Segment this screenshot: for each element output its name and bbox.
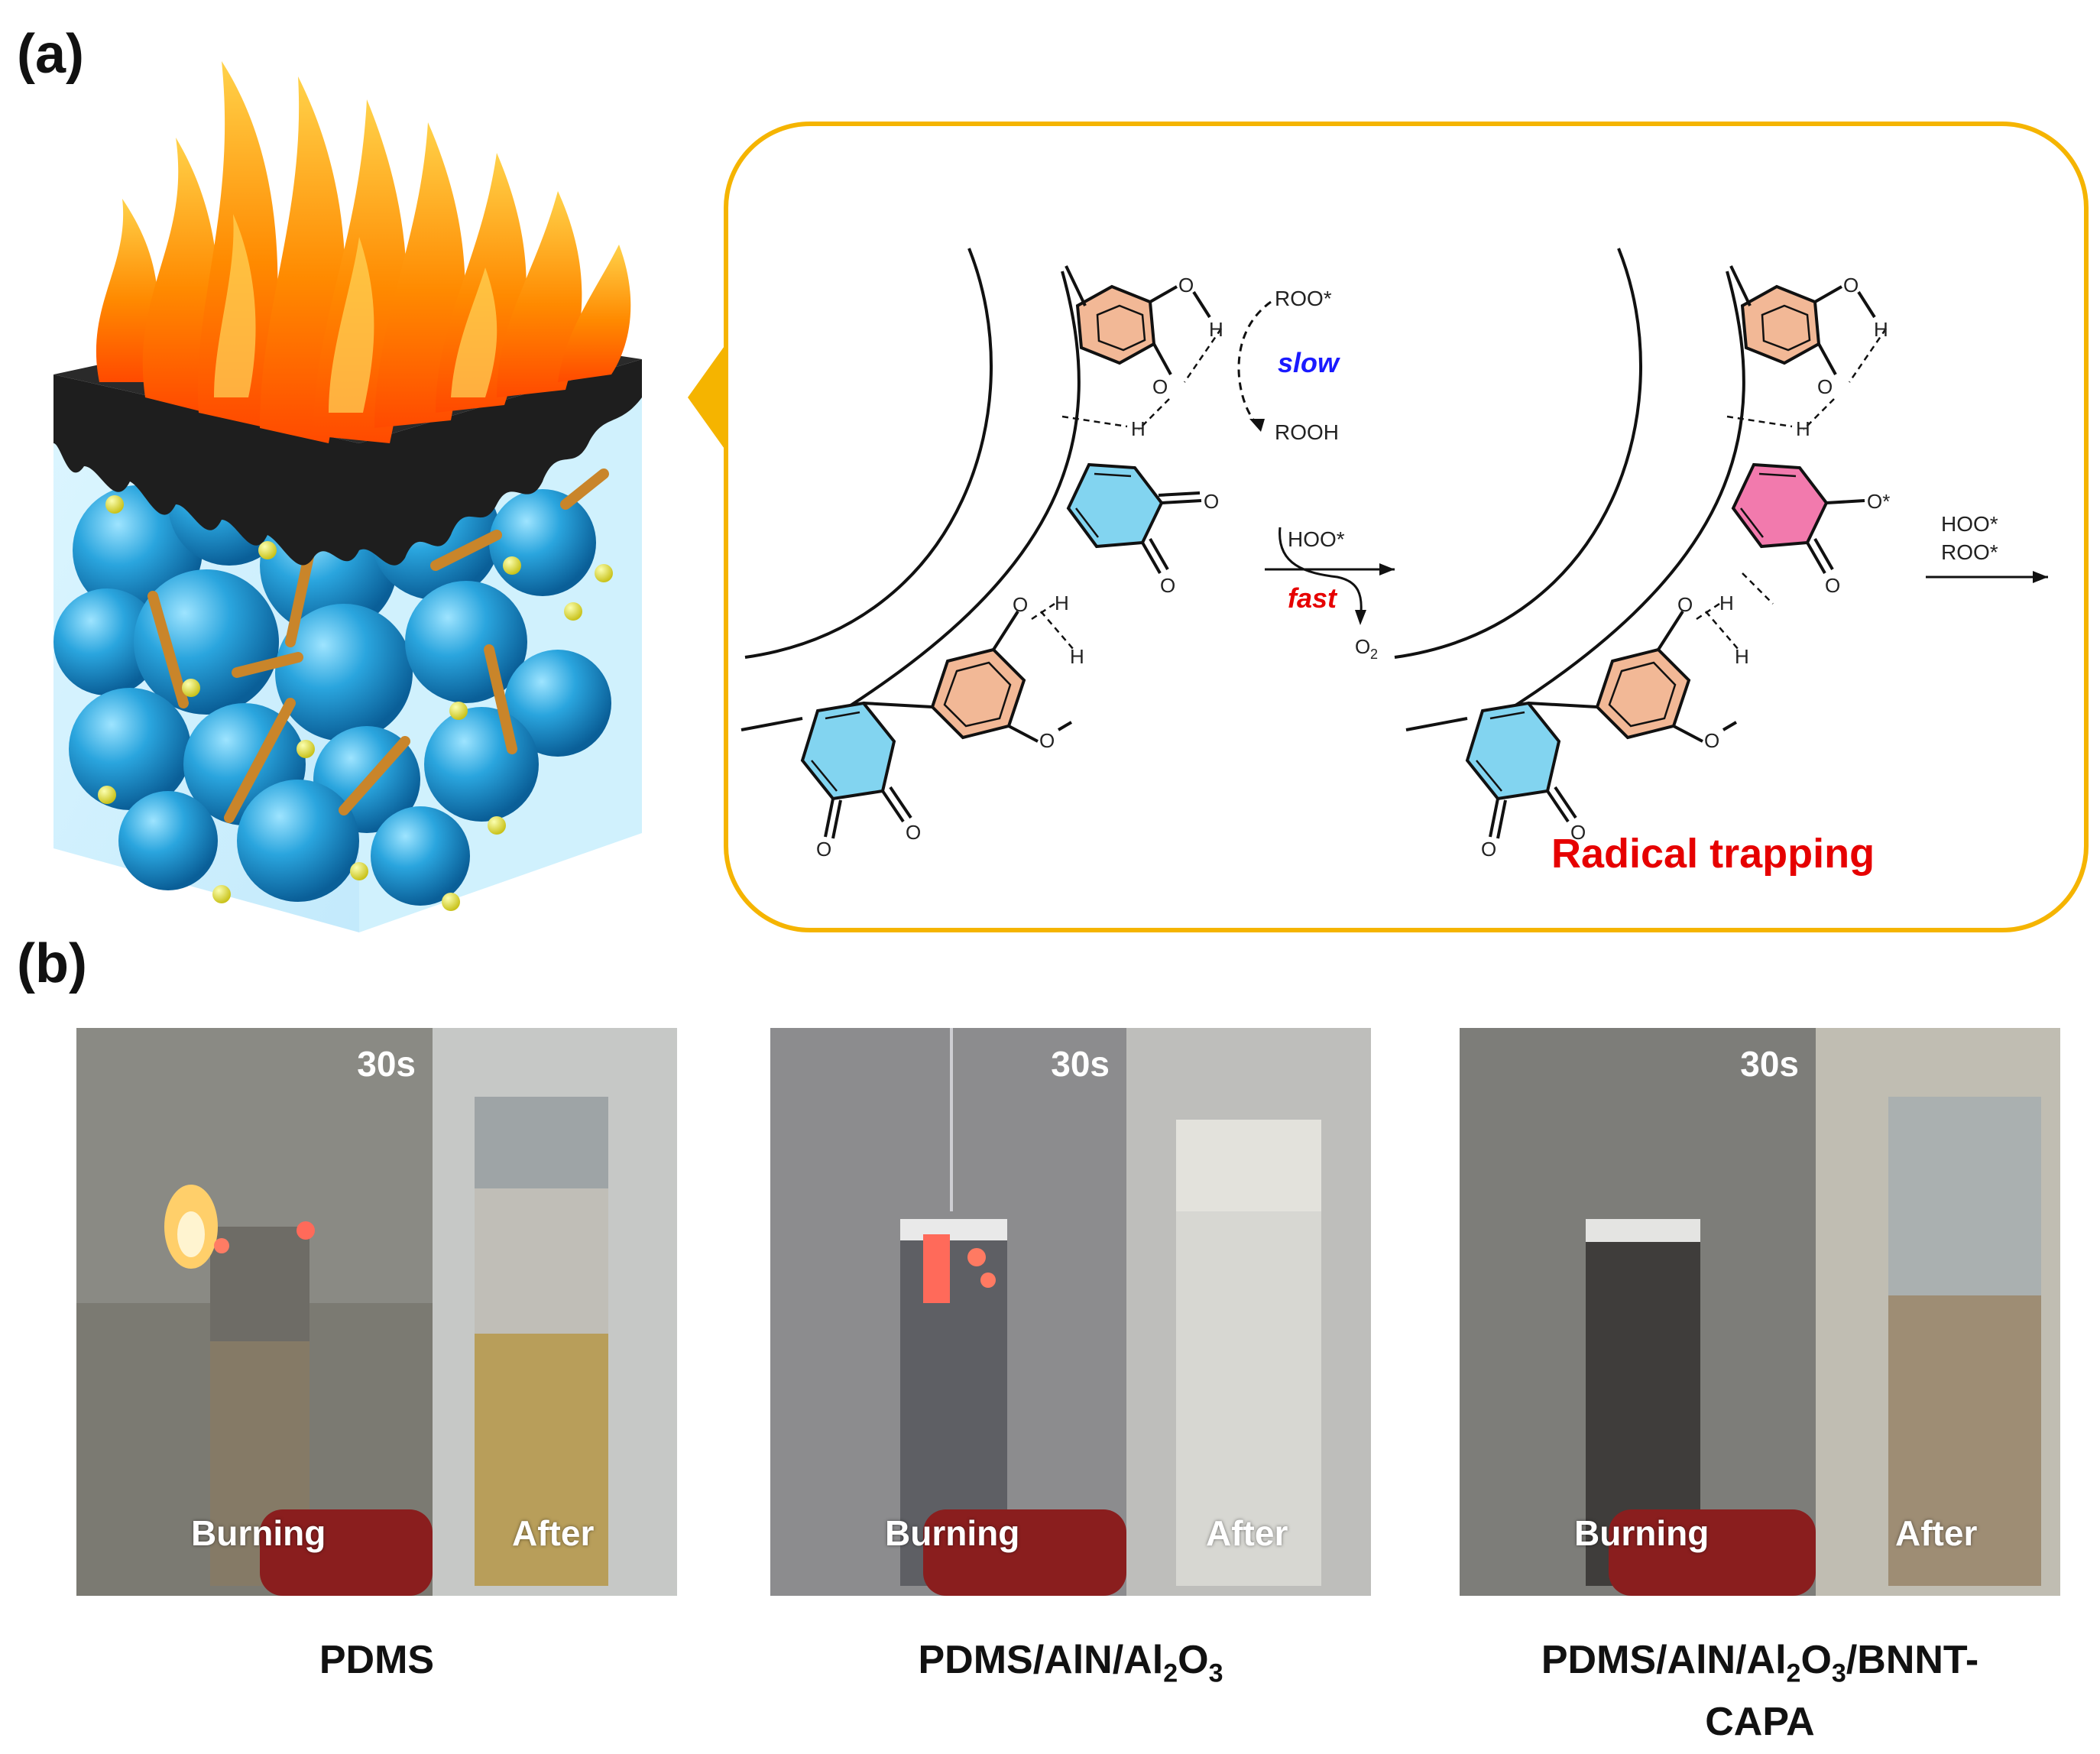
atom-h-r3: H (1719, 592, 1734, 614)
o2-subscript: 2 (1370, 647, 1378, 662)
photo-pdms-aln-al2o3: 30s Burning After (770, 1028, 1371, 1596)
atom-o-r4: O (1825, 574, 1840, 597)
atom-h-2: H (1131, 417, 1146, 440)
panel-label-a: (a) (17, 24, 84, 85)
photo-pdms-aln-al2o3-bnnt-capa: 30s Burning After (1460, 1028, 2060, 1596)
photo-time-label: 30s (357, 1044, 416, 1084)
flaming-composite-cube-illustration (53, 61, 642, 932)
burning-photo-pdms (76, 1028, 433, 1596)
atom-o-r6: O (1704, 729, 1719, 752)
after-label: After (512, 1513, 595, 1553)
atom-h-r4: H (1735, 645, 1749, 668)
radical-trapping-label: Radical trapping (1551, 831, 1875, 877)
atom-o-7: O (816, 838, 831, 861)
hoo-label: HOO* (1288, 527, 1345, 551)
atom-o-r2: O (1817, 375, 1833, 398)
roo-right-label: ROO* (1941, 540, 1998, 564)
atom-o-2: O (1152, 375, 1168, 398)
after-photo-pdms-aln-al2o3-bnnt-capa (1816, 1028, 2060, 1596)
burning-photo-pdms-aln-al2o3-bnnt-capa (1460, 1028, 1816, 1596)
sample-name-pdms-aln-al2o3-bnnt-capa: PDMS/AlN/Al2O3/BNNT-CAPA (1541, 1638, 1979, 1745)
roo-label: ROO* (1275, 287, 1332, 310)
nanotube-rods (147, 468, 609, 823)
atom-h-1: H (1209, 318, 1223, 341)
left-structure (741, 248, 1223, 839)
slow-label: slow (1278, 347, 1340, 378)
sample-name-pdms: PDMS (319, 1638, 435, 1682)
mechanism-frame (724, 122, 2089, 932)
atom-h-4: H (1070, 645, 1084, 668)
radical-trapping-mechanism-diagram: O H O H O O O H H O O O ROO* slow ROOH H… (688, 122, 2089, 932)
atom-o-r7: O (1481, 838, 1496, 861)
after-photo-pdms (433, 1028, 677, 1596)
callout-pointer (688, 344, 726, 451)
atom-o-r8: O (1570, 821, 1586, 844)
atom-o-8: O (906, 821, 921, 844)
atom-o-5: O (1013, 593, 1028, 616)
atom-o-r5: O (1677, 593, 1693, 616)
burning-label: Burning (1574, 1513, 1709, 1553)
after-photo-pdms-aln-al2o3 (1126, 1028, 1371, 1596)
atom-o-3: O (1204, 490, 1219, 513)
burning-label: Burning (191, 1513, 326, 1553)
fast-label: fast (1288, 582, 1338, 614)
after-label: After (1895, 1513, 1978, 1553)
after-label: After (1206, 1513, 1288, 1553)
photo-time-label: 30s (1740, 1044, 1799, 1084)
right-structure (1394, 248, 1888, 839)
sample-name-pdms-aln-al2o3: PDMS/AlN/Al2O3 (918, 1638, 1223, 1688)
atom-o-6: O (1039, 729, 1055, 752)
photo-pdms: 30s Burning After (76, 1028, 677, 1596)
atom-o-4: O (1160, 574, 1175, 597)
atom-o-radical: O* (1867, 490, 1890, 513)
atom-h-3: H (1055, 592, 1069, 614)
atom-h-r1: H (1874, 318, 1888, 341)
rooh-label: ROOH (1275, 420, 1339, 444)
photo-time-label: 30s (1051, 1044, 1110, 1084)
o2-label: O (1355, 635, 1370, 658)
atom-h-r2: H (1796, 417, 1810, 440)
atom-o-r1: O (1843, 274, 1859, 297)
hoo-right-label: HOO* (1941, 512, 1998, 536)
panel-label-b: (b) (17, 933, 87, 994)
atom-o-1: O (1178, 274, 1194, 297)
burning-photo-pdms-aln-al2o3 (770, 1028, 1126, 1596)
burning-label: Burning (885, 1513, 1020, 1553)
